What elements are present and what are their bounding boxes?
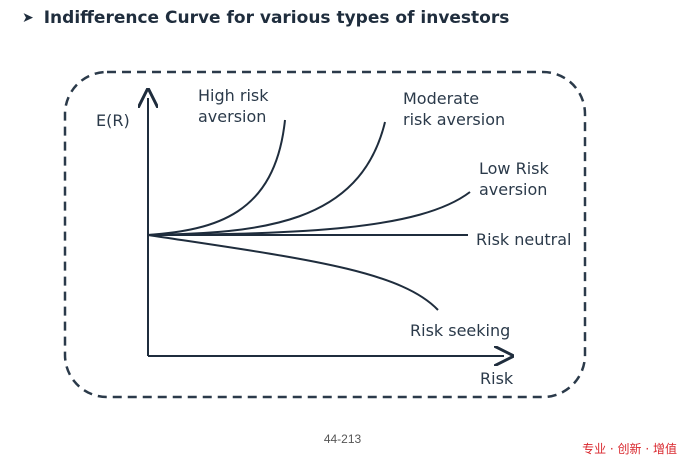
slide-title-text: Indifference Curve for various types of … xyxy=(43,8,510,28)
curve-moderate-risk-aversion xyxy=(147,121,386,236)
label-low-risk-aversion: Low Risk aversion xyxy=(479,159,554,199)
x-axis-label: Risk xyxy=(480,369,514,388)
arrowhead-bullet-icon: ➤ xyxy=(22,10,34,26)
label-high-risk-aversion: High risk aversion xyxy=(198,86,274,126)
label-moderate-risk-aversion: Moderate risk aversion xyxy=(403,89,505,129)
curve-high-risk-aversion xyxy=(147,119,286,236)
label-risk-neutral: Risk neutral xyxy=(476,230,571,249)
dashed-frame xyxy=(63,70,587,399)
page-number: 44-213 xyxy=(323,432,362,446)
label-risk-seeking: Risk seeking xyxy=(410,321,510,340)
curve-risk-seeking xyxy=(147,234,439,311)
y-axis-label: E(R) xyxy=(96,111,130,130)
brand-slogan: 专业 · 创新 · 增值 xyxy=(582,442,677,456)
slide-title: ➤ Indifference Curve for various types o… xyxy=(22,8,509,28)
